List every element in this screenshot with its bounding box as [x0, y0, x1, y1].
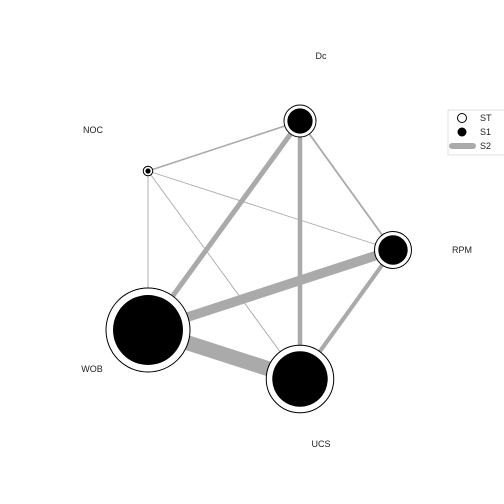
- legend-s1-swatch: [457, 127, 467, 137]
- legend-st-label: ST: [480, 113, 492, 123]
- legend-st-swatch: [457, 113, 467, 123]
- node-s1-dc: [287, 108, 313, 134]
- edge-noc-ucs: [147, 170, 301, 380]
- node-label-wob: WOB: [81, 364, 103, 374]
- node-s1-wob: [113, 295, 183, 365]
- edge-dc-noc: [147, 120, 301, 172]
- node-label-dc: Dc: [316, 51, 327, 61]
- node-s1-noc: [145, 168, 151, 174]
- nodes-layer: [105, 104, 412, 414]
- node-label-noc: NOC: [83, 125, 104, 135]
- legend-s1-label: S1: [480, 127, 491, 137]
- node-s1-ucs: [272, 351, 328, 407]
- edge-noc-rpm: [147, 170, 394, 251]
- node-label-rpm: RPM: [452, 245, 472, 255]
- edge-dc-rpm: [299, 120, 394, 251]
- node-label-ucs: UCS: [311, 439, 330, 449]
- edge-dc-wob: [145, 119, 303, 332]
- legend-s2-label: S2: [480, 141, 491, 151]
- edge-rpm-wob: [146, 245, 395, 335]
- node-s1-rpm: [378, 235, 408, 265]
- legend: ST S1 S2: [447, 109, 504, 156]
